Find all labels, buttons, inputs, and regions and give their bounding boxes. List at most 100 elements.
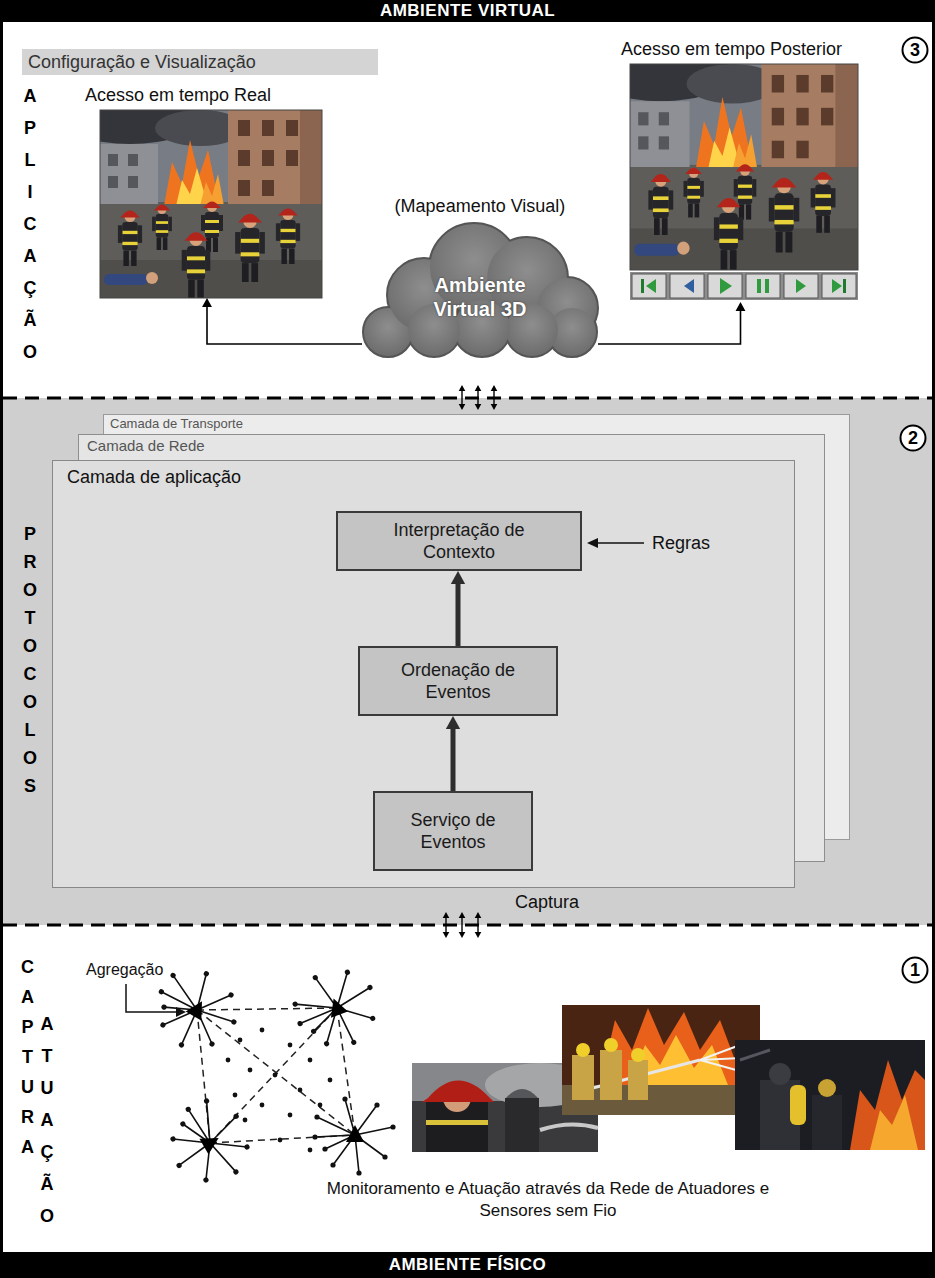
process-box: Interpretação de Contexto — [336, 511, 582, 571]
cloud-node: (Mapeamento Visual)Ambiente Virtual 3D — [362, 196, 598, 358]
layer-sheet: Camada de aplicaçãoInterpretação de Cont… — [52, 460, 795, 888]
node-text: AMBIENTE VIRTUAL — [380, 1, 555, 21]
sensor-node — [238, 1038, 243, 1043]
sensor-node — [248, 1068, 253, 1073]
callout-number: 3 — [901, 36, 929, 64]
arrow-head — [446, 716, 460, 729]
data-arrow — [461, 917, 462, 933]
photo-rescue — [769, 1063, 791, 1085]
sensor-node — [298, 1088, 303, 1093]
label-anchor: Agregação — [86, 960, 163, 979]
node-text: Serviço de Eventos — [393, 809, 513, 853]
layer-divider — [3, 398, 932, 925]
photo-rescue — [790, 1085, 806, 1125]
player-controls — [822, 274, 856, 298]
callout-number: 2 — [899, 424, 927, 452]
player-controls — [641, 279, 644, 293]
sensor-node — [328, 1078, 333, 1083]
arrow-head — [459, 932, 466, 938]
photo-fire-hose — [604, 1038, 618, 1052]
arrow-head — [459, 404, 466, 410]
label-text: Captura — [515, 891, 579, 913]
data-arrow — [459, 385, 466, 410]
cloud-outline — [364, 224, 597, 356]
process-box: Serviço de Eventos — [373, 791, 533, 871]
image-frame — [100, 110, 322, 298]
photo-rescue — [812, 1095, 842, 1150]
node-text: AMBIENTE FÍSICO — [389, 1255, 547, 1275]
sensor-node — [273, 1073, 278, 1078]
arrow-head — [475, 385, 482, 391]
photo-rescue — [850, 1060, 925, 1150]
player-controls — [746, 274, 780, 298]
label-anchor: Monitoramento e Atuação através da Rede … — [318, 1178, 778, 1222]
player-controls — [796, 279, 806, 293]
leader-arrow — [126, 984, 186, 1017]
photo-fire-hose — [562, 1005, 760, 1115]
sensor-network — [140, 955, 396, 1198]
sensor-node — [288, 1113, 293, 1118]
flow-arrow — [446, 716, 460, 791]
photo-firefighter — [540, 1124, 598, 1130]
player-controls — [708, 274, 742, 298]
node-text: Camada de Rede — [79, 435, 824, 457]
data-arrow — [493, 390, 494, 405]
protocol-ground — [3, 398, 932, 925]
player-controls — [832, 279, 842, 293]
leader-arrow — [126, 984, 178, 1012]
sensor-node — [233, 1093, 238, 1098]
photo-rescue — [735, 1040, 925, 1150]
photo-fire-hose — [600, 1050, 622, 1100]
capture-band: CAPTURAATUAÇÃO1 — [3, 938, 932, 1252]
arrow-head — [443, 932, 450, 938]
image-frame — [630, 64, 858, 270]
callout-circle — [903, 958, 928, 983]
player-controls — [684, 279, 694, 293]
label-anchor: Captura — [515, 891, 579, 913]
label-text: Regras — [652, 532, 710, 554]
sensor-node — [226, 1058, 231, 1063]
node-text: PROTOCOLOS — [23, 520, 37, 800]
data-arrow — [477, 390, 478, 405]
player-controls — [843, 279, 846, 293]
data-arrow — [475, 912, 482, 938]
arrow-head — [459, 385, 466, 391]
player-controls — [757, 279, 761, 293]
node-text: Configuração e Visualização — [28, 51, 256, 73]
flow-arrow — [598, 302, 745, 344]
sensor-network — [284, 958, 389, 1061]
photo-rescue — [870, 1095, 918, 1150]
photo-rescue — [735, 1040, 925, 1150]
photo-firefighter — [422, 1080, 494, 1102]
arrow-head — [451, 571, 465, 584]
scene-realtime — [60, 92, 322, 298]
data-arrow — [475, 385, 482, 410]
player-controls — [784, 274, 818, 298]
layer-divider — [3, 924, 932, 927]
node-text: ATUAÇÃO — [40, 1008, 54, 1232]
layer-divider — [3, 397, 932, 400]
flow-arrow — [451, 571, 465, 646]
flow-arrow — [598, 302, 745, 344]
photo-firefighter — [426, 1120, 488, 1125]
node-text: Interpretação de Contexto — [379, 519, 539, 563]
player-controls — [632, 274, 856, 298]
photo-fire-hose — [576, 1043, 590, 1057]
sensor-node — [288, 1043, 293, 1048]
protocol-band: PROTOCOLOS Camada de TransporteCamada de … — [3, 410, 932, 912]
arrow-head — [475, 912, 482, 918]
flow-arrow — [202, 298, 362, 344]
leader-arrow — [584, 530, 648, 556]
sensor-node — [260, 1103, 265, 1108]
sensor-network — [154, 1087, 264, 1199]
view-panel: Acesso em tempo Posterior — [618, 38, 863, 302]
node-text: 1 — [910, 960, 920, 980]
node-text: 2 — [908, 428, 918, 448]
node-text: (Mapeamento Visual) — [395, 196, 566, 217]
node-text: Camada de Transporte — [104, 415, 849, 432]
label-text: Monitoramento e Atuação através da Rede … — [318, 1178, 778, 1222]
flow-arrow — [598, 309, 741, 344]
